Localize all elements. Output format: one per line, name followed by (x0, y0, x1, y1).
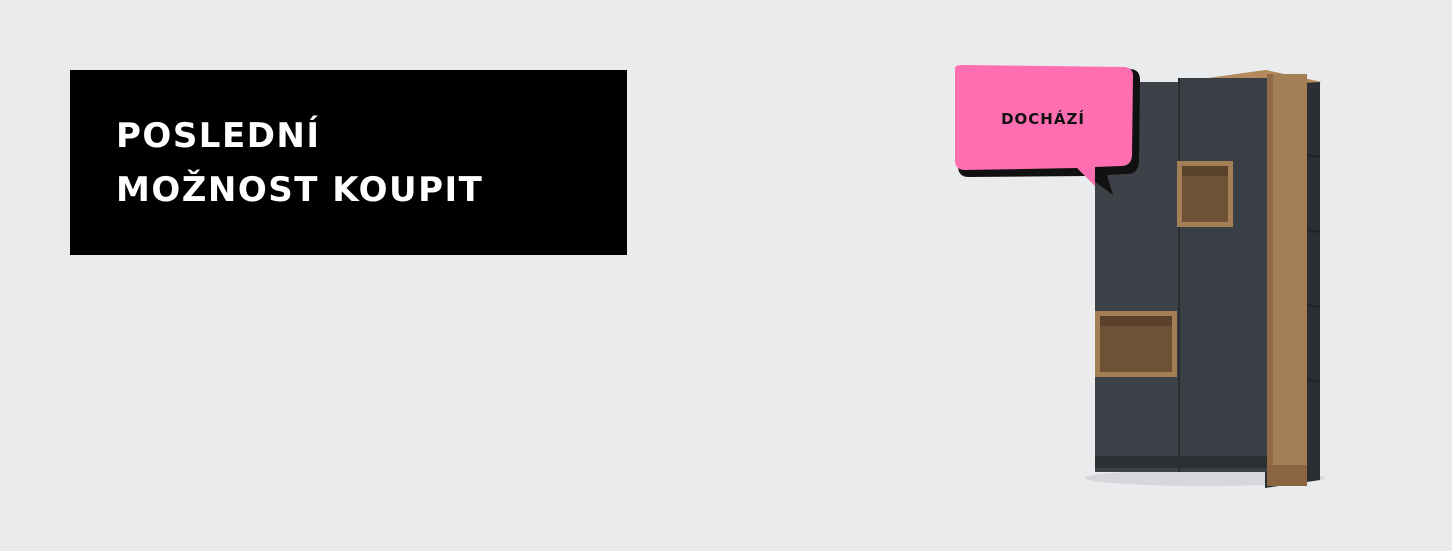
badge-label: DOCHÁZÍ (1001, 110, 1085, 128)
banner-title-line-2: MOŽNOST KOUPIT (116, 169, 484, 210)
banner-title-line-1: POSLEDNÍ (116, 115, 321, 156)
cabinet-plinth (1095, 456, 1267, 468)
promo-banner: POSLEDNÍ MOŽNOST KOUPIT (70, 70, 627, 255)
speech-bubble-icon (954, 65, 1140, 195)
cabinet-door-right (1179, 78, 1267, 472)
badge-background (954, 65, 1133, 186)
cabinet-side-shelves (1306, 154, 1321, 383)
cabinet-wood-column (1267, 74, 1307, 486)
